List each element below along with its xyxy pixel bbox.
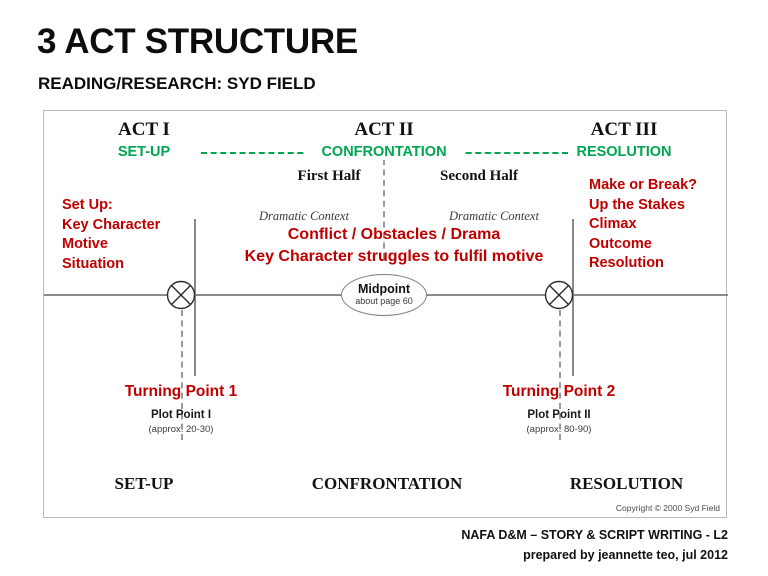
turning-point-2-range: (approx. 80-90) <box>526 424 592 435</box>
act-two-three-divider <box>572 219 574 376</box>
act-one-note-1: Set Up: <box>62 197 113 213</box>
bottom-label-confrontation: CONFRONTATION <box>311 474 463 493</box>
act-three-subtitle: RESOLUTION <box>576 144 672 160</box>
act-two-heading: ACT II <box>354 119 414 140</box>
act-three-heading: ACT III <box>590 119 658 140</box>
copyright-notice: Copyright © 2000 Syd Field <box>615 503 720 513</box>
turning-point-1-title: Turning Point 1 <box>124 383 238 400</box>
turning-point-1-dashed-line <box>181 310 183 440</box>
turning-point-1-marker <box>166 280 196 315</box>
act-three-note-5: Resolution <box>589 255 664 271</box>
confrontation-dashed-line-right <box>456 152 568 154</box>
turning-point-2-plot-point: Plot Point II <box>527 409 591 421</box>
first-half-label: First Half <box>297 168 361 184</box>
bottom-label-setup: SET-UP <box>114 474 174 493</box>
three-act-structure-diagram: ACT I ACT II ACT III SET-UP CONFRONTATIO… <box>43 110 728 518</box>
footer-author-line: prepared by jeannette teo, jul 2012 <box>523 548 728 562</box>
page-title: 3 ACT STRUCTURE <box>37 22 358 61</box>
footer-course-line: NAFA D&M – STORY & SCRIPT WRITING - L2 <box>461 528 728 542</box>
circle-x-icon <box>166 280 196 310</box>
turning-point-1-range: (approx. 20-30) <box>148 424 214 435</box>
act-one-note-3: Motive <box>62 236 108 252</box>
act-three-notes: Make or Break? Up the Stakes Climax Outc… <box>589 176 697 274</box>
turning-point-2-title: Turning Point 2 <box>502 383 616 400</box>
act-one-two-divider <box>194 219 196 376</box>
circle-x-icon <box>544 280 574 310</box>
bottom-label-resolution: RESOLUTION <box>569 474 684 493</box>
turning-point-1-plot-point: Plot Point I <box>150 409 212 421</box>
midpoint-page-note: about page 60 <box>355 296 413 306</box>
page-subtitle: READING/RESEARCH: SYD FIELD <box>38 74 316 93</box>
dramatic-context-left: Dramatic Context <box>259 209 349 223</box>
act-three-note-1: Make or Break? <box>589 177 697 193</box>
second-half-label: Second Half <box>440 168 518 184</box>
act-one-note-2: Key Character <box>62 216 161 233</box>
act-two-note-1: Conflict / Obstacles / Drama <box>287 226 501 243</box>
act-two-note-2: Key Character struggles to fulfil motive <box>244 248 544 265</box>
act-two-subtitle: CONFRONTATION <box>304 144 464 160</box>
turning-point-2-dashed-line <box>559 310 561 440</box>
dramatic-context-right: Dramatic Context <box>449 209 539 223</box>
act-one-heading: ACT I <box>118 119 170 140</box>
act-two-notes: Conflict / Obstacles / Drama Key Charact… <box>194 224 594 268</box>
act-one-notes: Set Up: Key Character Motive Situation <box>62 196 160 274</box>
midpoint-marker: Midpoint about page 60 <box>341 274 427 316</box>
midpoint-label: Midpoint <box>357 282 411 296</box>
act-three-note-3: Climax <box>589 216 637 232</box>
act-one-subtitle: SET-UP <box>117 144 171 160</box>
act-one-note-4: Situation <box>62 255 125 272</box>
act-three-note-2: Up the Stakes <box>589 196 685 213</box>
turning-point-2-marker <box>544 280 574 315</box>
confrontation-dashed-line-left <box>201 152 313 154</box>
midpoint-dashed-line-upper <box>383 159 385 259</box>
act-three-note-4: Outcome <box>589 235 652 252</box>
